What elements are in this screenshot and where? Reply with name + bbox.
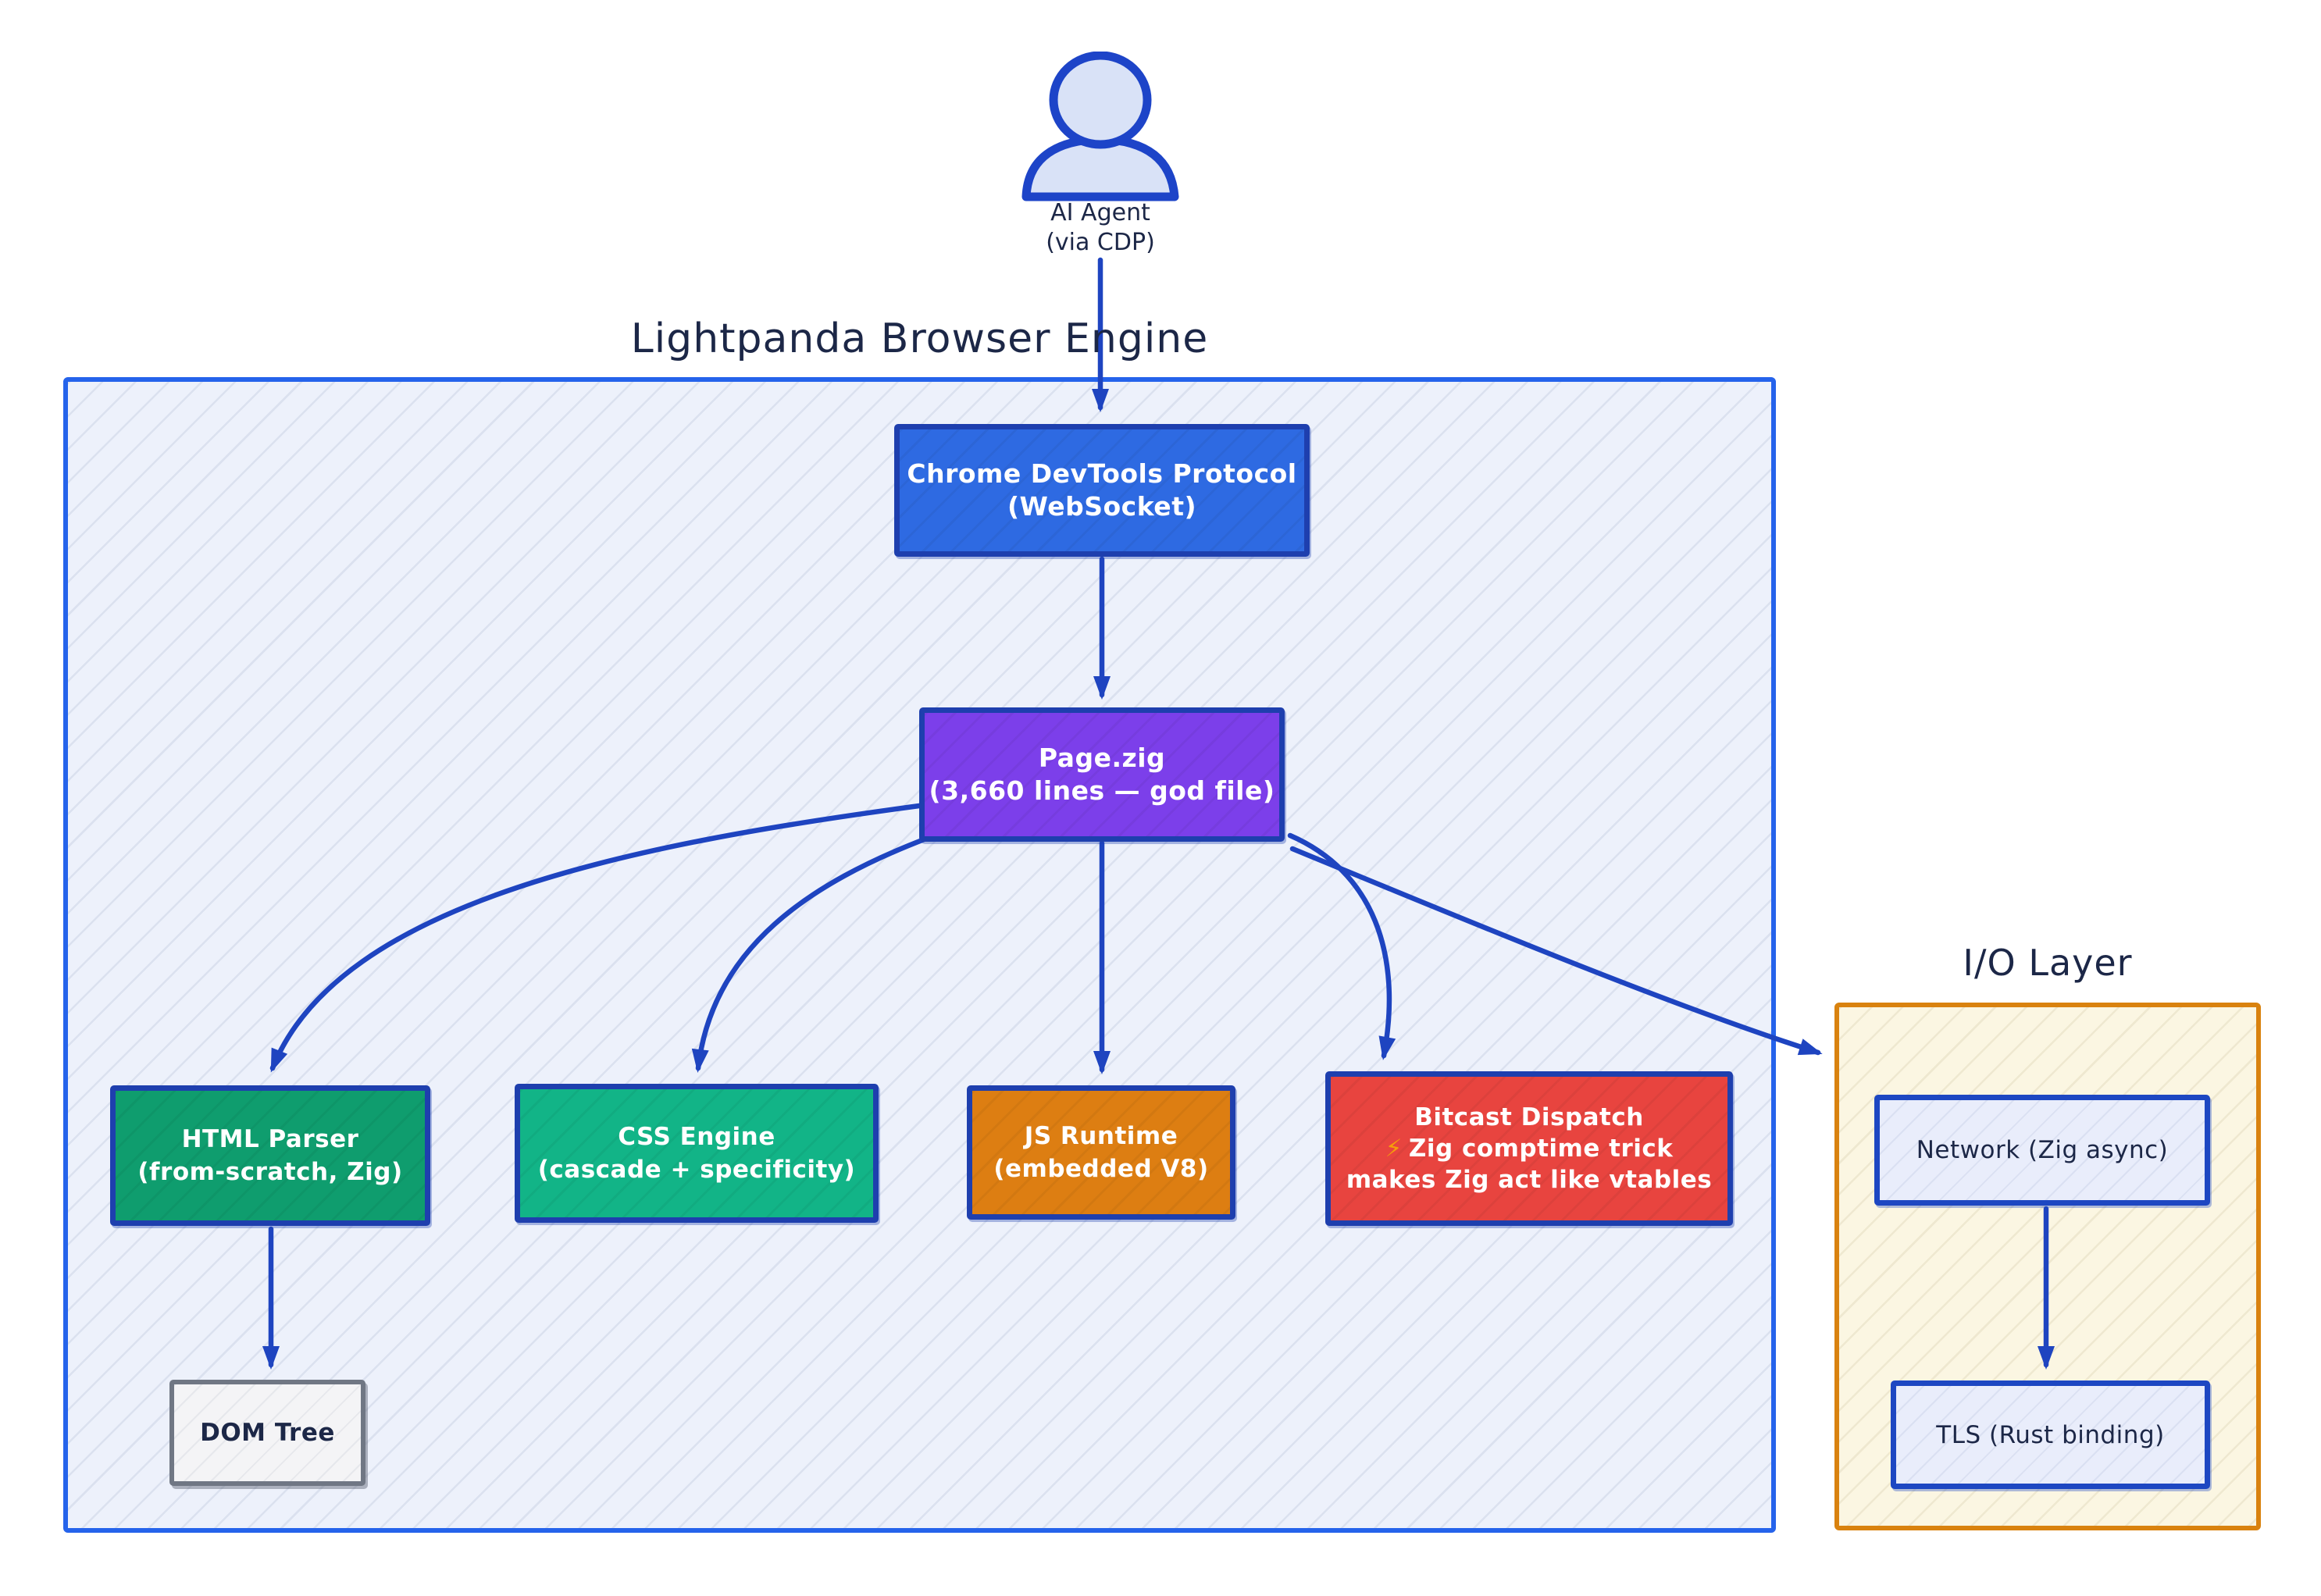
node-js-runtime: JS Runtime (embedded V8) xyxy=(967,1085,1235,1220)
node-label: Bitcast Dispatch xyxy=(1414,1103,1644,1131)
node-sublabel: (WebSocket) xyxy=(1007,491,1197,522)
node-sublabel: (cascade + specificity) xyxy=(537,1156,856,1184)
node-bitcast-dispatch: Bitcast Dispatch ⚡Zig comptime trick mak… xyxy=(1325,1071,1733,1226)
ai-agent-label: AI Agent (via CDP) xyxy=(964,198,1237,258)
node-chrome-devtools-protocol: Chrome DevTools Protocol (WebSocket) xyxy=(894,424,1310,557)
node-label: Network (Zig async) xyxy=(1916,1136,2169,1164)
node-sublabel: (embedded V8) xyxy=(993,1155,1209,1183)
node-css-engine: CSS Engine (cascade + specificity) xyxy=(515,1084,879,1223)
node-label: HTML Parser xyxy=(181,1125,359,1153)
node-sublabel-text: Zig comptime trick xyxy=(1408,1135,1674,1163)
node-dom-tree: DOM Tree xyxy=(169,1380,365,1486)
node-label: JS Runtime xyxy=(1024,1122,1178,1150)
node-label: TLS (Rust binding) xyxy=(1936,1420,2165,1449)
node-label: Chrome DevTools Protocol xyxy=(907,458,1297,489)
ai-agent-label-line2: (via CDP) xyxy=(1046,229,1155,256)
io-layer-title: I/O Layer xyxy=(1963,942,2133,984)
node-label: DOM Tree xyxy=(200,1419,335,1447)
node-sublabel: ⚡Zig comptime trick xyxy=(1385,1133,1674,1164)
node-html-parser: HTML Parser (from-scratch, Zig) xyxy=(110,1085,430,1226)
lightning-icon: ⚡ xyxy=(1385,1135,1403,1163)
node-label: CSS Engine xyxy=(618,1123,775,1151)
node-network: Network (Zig async) xyxy=(1874,1095,2210,1206)
node-sublabel: (from-scratch, Zig) xyxy=(137,1158,403,1186)
node-label: Page.zig xyxy=(1038,743,1166,773)
ai-agent-label-line1: AI Agent xyxy=(1050,199,1150,226)
node-page-zig: Page.zig (3,660 lines — god file) xyxy=(919,707,1285,842)
node-sublabel2: makes Zig act like vtables xyxy=(1346,1166,1713,1194)
engine-title: Lightpanda Browser Engine xyxy=(630,315,1209,362)
ai-agent-icon xyxy=(1017,51,1184,205)
node-tls: TLS (Rust binding) xyxy=(1891,1380,2210,1489)
node-sublabel: (3,660 lines — god file) xyxy=(929,775,1275,806)
